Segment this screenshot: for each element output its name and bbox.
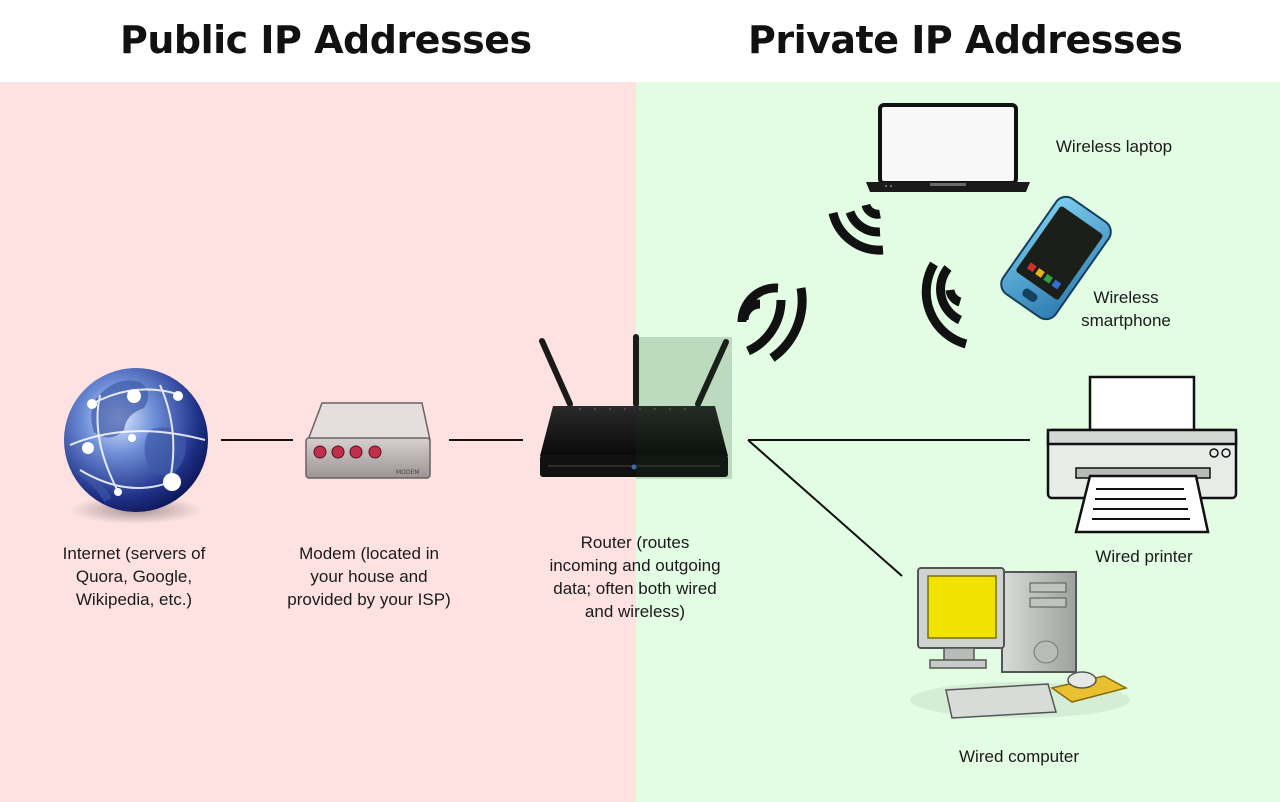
modem-icon: MODEM (305, 402, 431, 479)
router-wifi-signal-icon (737, 283, 807, 362)
modem-device-text: MODEM (396, 469, 420, 476)
computer-icon (910, 567, 1130, 719)
router-label: Router (routes incoming and outgoing dat… (549, 533, 721, 621)
globe-icon (64, 368, 208, 524)
public-ip-heading: Public IP Addresses (120, 18, 532, 62)
smartphone-label: Wireless smartphone (1081, 288, 1171, 330)
laptop-label: Wireless laptop (1055, 137, 1173, 156)
private-ip-heading: Private IP Addresses (748, 18, 1183, 62)
smartphone-icon (1000, 195, 1112, 321)
modem-label: Modem (located in your house and provide… (287, 544, 451, 609)
laptop-wifi-signal-icon (828, 203, 884, 255)
smartphone-wifi-signal-icon (921, 261, 968, 349)
printer-label: Wired printer (1095, 547, 1193, 566)
link-router-computer (747, 439, 903, 577)
connection-lines (221, 439, 1030, 577)
router-icon (539, 334, 732, 479)
computer-label: Wired computer (959, 747, 1079, 766)
printer-icon (1046, 375, 1238, 534)
internet-label: Internet (servers of Quora, Google, Wiki… (62, 544, 206, 609)
laptop-icon (866, 103, 1030, 192)
